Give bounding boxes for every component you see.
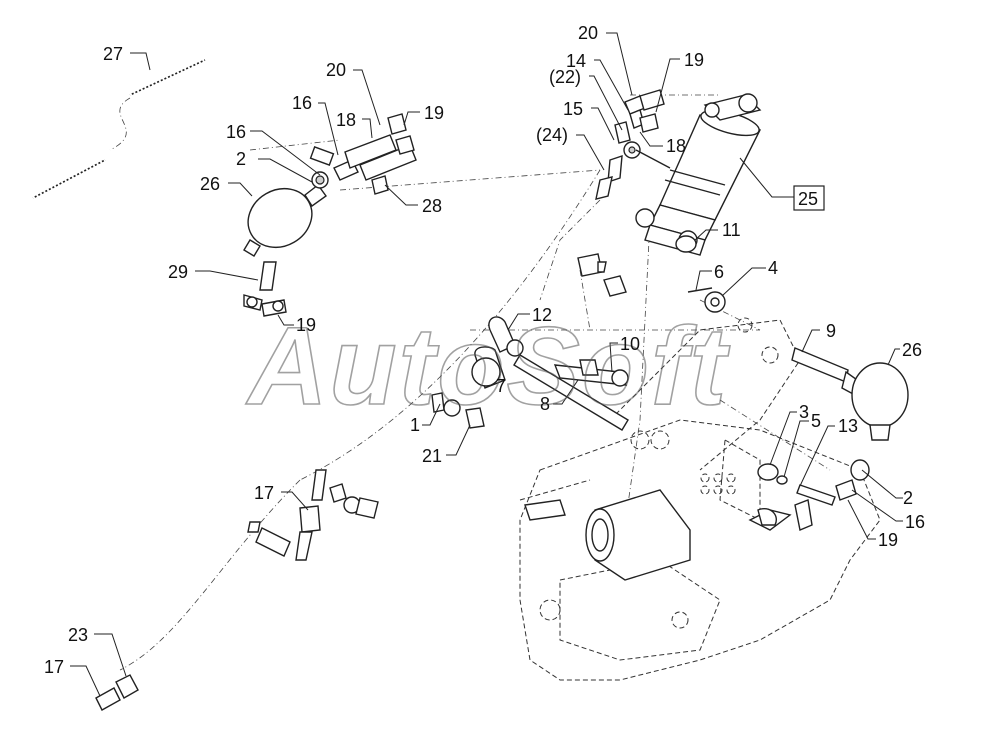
middle-fittings <box>577 253 726 313</box>
callout-19-upper-left: 19 <box>424 103 444 123</box>
callout-14: 14 <box>566 51 586 71</box>
callout-1: 1 <box>410 415 420 435</box>
callout-5: 5 <box>811 411 821 431</box>
callout-4: 4 <box>768 258 778 278</box>
callout-23: 23 <box>68 625 88 645</box>
callout-19-left: 19 <box>296 315 316 335</box>
callout-20-right: 20 <box>578 23 598 43</box>
callout-2-right: 2 <box>903 488 913 508</box>
accumulator-right-26 <box>851 362 909 441</box>
right-small-parts <box>757 459 870 531</box>
callout-12: 12 <box>532 305 552 325</box>
callout-25-box <box>793 185 825 211</box>
leader-lines <box>70 32 903 697</box>
callout-28: 28 <box>422 196 442 216</box>
callout-13: 13 <box>838 416 858 436</box>
callout-18-left: 18 <box>336 110 356 130</box>
callout-16-lower: 16 <box>226 122 246 142</box>
callout-21: 21 <box>422 446 442 466</box>
callout-16-upper: 16 <box>292 93 312 113</box>
callout-6: 6 <box>714 262 724 282</box>
callout-9: 9 <box>826 321 836 341</box>
callout-3: 3 <box>799 402 809 422</box>
callout-10: 10 <box>620 334 640 354</box>
callout-26-left: 26 <box>200 174 220 194</box>
upper-right-fittings <box>595 89 671 200</box>
callout-26-right: 26 <box>902 340 922 360</box>
callout-16-right: 16 <box>905 512 925 532</box>
callout-24: (24) <box>536 125 568 145</box>
callout-22: (22) <box>549 67 581 87</box>
lever-arm-9 <box>791 347 861 396</box>
upper-left-fittings <box>309 113 417 195</box>
callout-labels: 27 20 16 18 19 16 2 26 28 29 19 20 14 (2… <box>44 23 925 677</box>
threaded-rod-27 <box>32 58 206 200</box>
lower-left-parts <box>95 469 379 711</box>
callout-20-left: 20 <box>326 60 346 80</box>
accumulator-left-26 <box>243 184 327 317</box>
hitch-frame-housing <box>519 317 881 681</box>
callout-8: 8 <box>540 394 550 414</box>
callout-15: 15 <box>563 99 583 119</box>
callout-7: 7 <box>496 376 506 396</box>
callout-19-upper-right: 19 <box>684 50 704 70</box>
callout-19-right: 19 <box>878 530 898 550</box>
watermark: AutoSoft <box>245 305 731 428</box>
callout-18-right: 18 <box>666 136 686 156</box>
callout-11: 11 <box>722 220 741 240</box>
callout-17-bottom: 17 <box>44 657 64 677</box>
callout-25: 25 <box>798 189 818 209</box>
hydraulic-cylinder-25 <box>635 93 762 256</box>
callout-27: 27 <box>103 44 123 64</box>
centre-parts <box>431 316 629 431</box>
callout-17-middle: 17 <box>254 483 274 503</box>
callout-2-left: 2 <box>236 149 246 169</box>
callout-29: 29 <box>168 262 188 282</box>
